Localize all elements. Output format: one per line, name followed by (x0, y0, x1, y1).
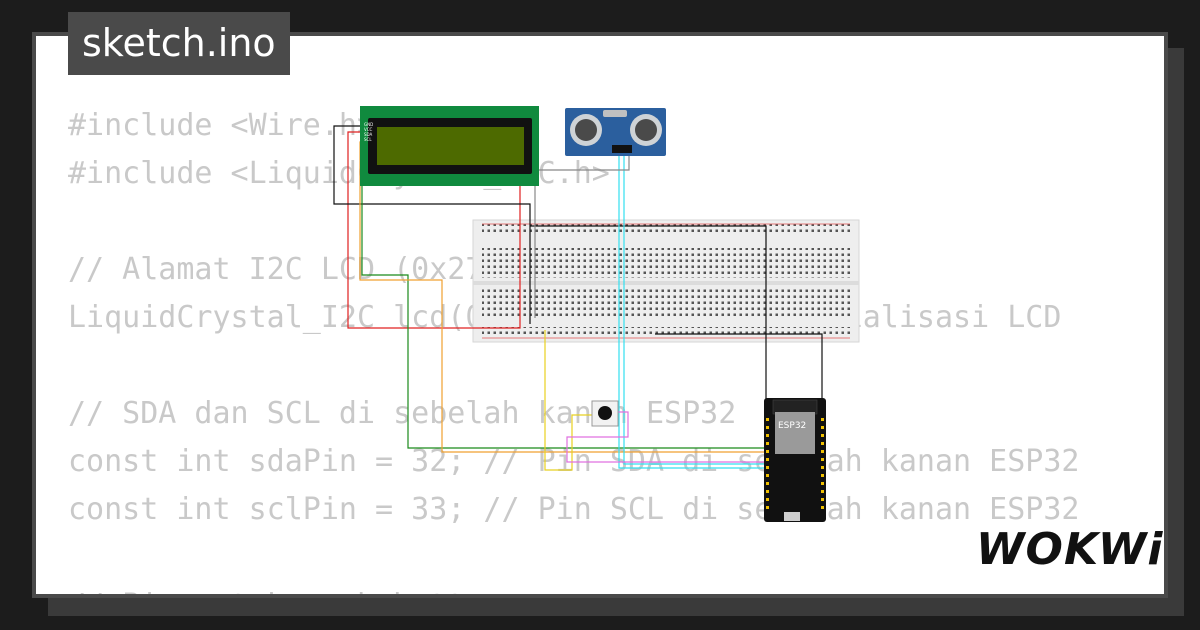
wire-cyan (618, 155, 770, 469)
esp32-label: ESP32 (778, 421, 806, 431)
svg-text:GND: GND (364, 122, 373, 127)
ultrasonic-sensor[interactable] (565, 108, 666, 156)
svg-text:SDA: SDA (364, 132, 373, 137)
usb-port (784, 512, 800, 521)
push-button[interactable] (591, 400, 619, 427)
wokwi-logo: WOKWi (976, 524, 1164, 575)
code-editor: #include <Wire.h>#include <LiquidCrystal… (68, 102, 1080, 594)
wire-cyan-2 (623, 155, 770, 465)
esp32-board[interactable]: ESP32 (764, 398, 826, 522)
code-line: // Pin untuk push button (68, 582, 1079, 594)
wire-magenta (566, 411, 770, 463)
breadboard[interactable] (472, 219, 860, 343)
wire-yellow (544, 330, 592, 471)
lcd-display[interactable]: GND VCC SDA SCL (360, 106, 539, 186)
wire-black-3 (655, 333, 823, 410)
code-line: // SDA dan SCL di sebelah kanan ESP32 (68, 396, 737, 431)
wire-black (333, 125, 531, 324)
svg-text:VCC: VCC (364, 127, 373, 132)
wire-gray (534, 155, 630, 318)
lcd-pin-labels: GND VCC SDA SCL (364, 122, 373, 142)
wire-black-2 (530, 225, 767, 410)
svg-text:SCL: SCL (364, 137, 372, 142)
file-title-tab: sketch.ino (68, 12, 290, 75)
code-line: const int sclPin = 33; // Pin SCL di seb… (68, 492, 1080, 527)
